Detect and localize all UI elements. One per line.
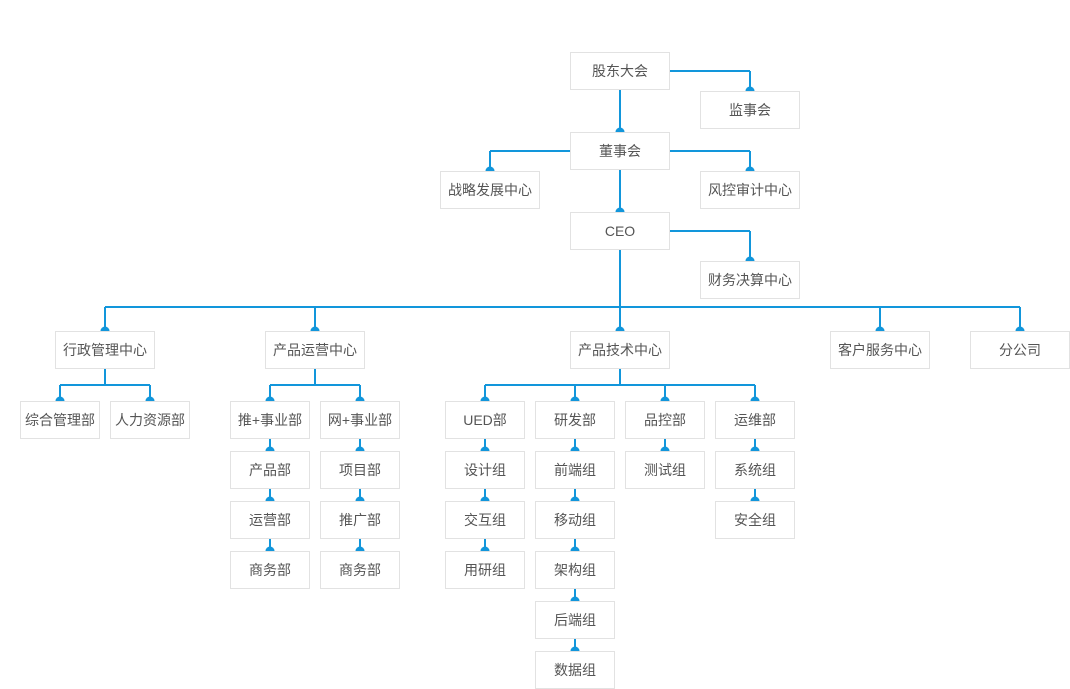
org-node-n8[interactable]: 行政管理中心 [55,331,155,369]
org-node-label: 数据组 [554,662,596,678]
org-node-label: 安全组 [734,512,776,528]
org-node-n7[interactable]: 财务决算中心 [700,261,800,299]
org-node-n25[interactable]: 品控部 [625,401,705,439]
org-node-label: 商务部 [339,562,381,578]
org-node-n1[interactable]: 股东大会 [570,52,670,90]
org-node-label: 推+事业部 [237,412,303,428]
org-node-n18[interactable]: 项目部 [320,451,400,489]
org-node-label: 董事会 [599,143,641,159]
org-node-label: 运营部 [249,512,291,528]
org-node-label: 项目部 [339,462,381,478]
org-node-n20[interactable]: 推广部 [320,501,400,539]
org-node-n36[interactable]: 后端组 [535,601,615,639]
org-node-label: 品控部 [644,412,686,428]
org-node-label: 战略发展中心 [448,182,532,198]
org-node-n15[interactable]: 推+事业部 [230,401,310,439]
org-node-n6[interactable]: CEO [570,212,670,250]
org-node-n32[interactable]: 移动组 [535,501,615,539]
org-node-label: 移动组 [554,512,596,528]
org-node-label: 测试组 [644,462,686,478]
org-node-label: 分公司 [999,342,1041,358]
org-node-label: 监事会 [729,102,771,118]
org-node-n21[interactable]: 商务部 [230,551,310,589]
org-node-label: UED部 [463,412,507,428]
org-node-n9[interactable]: 产品运营中心 [265,331,365,369]
org-node-label: 交互组 [464,512,506,528]
org-node-n34[interactable]: 用研组 [445,551,525,589]
org-node-n37[interactable]: 数据组 [535,651,615,689]
org-node-label: 财务决算中心 [708,272,792,288]
org-node-n22[interactable]: 商务部 [320,551,400,589]
org-node-label: 产品技术中心 [578,342,662,358]
org-node-label: 研发部 [554,412,596,428]
org-node-n16[interactable]: 网+事业部 [320,401,400,439]
org-node-label: 架构组 [554,562,596,578]
org-node-n29[interactable]: 测试组 [625,451,705,489]
org-node-label: 用研组 [464,562,506,578]
org-node-n11[interactable]: 客户服务中心 [830,331,930,369]
org-node-n33[interactable]: 安全组 [715,501,795,539]
org-node-label: 推广部 [339,512,381,528]
org-node-label: 运维部 [734,412,776,428]
org-node-n4[interactable]: 战略发展中心 [440,171,540,209]
org-node-n17[interactable]: 产品部 [230,451,310,489]
org-node-n3[interactable]: 董事会 [570,132,670,170]
org-node-label: 客户服务中心 [838,342,922,358]
org-node-n27[interactable]: 设计组 [445,451,525,489]
org-node-label: 综合管理部 [25,412,95,428]
org-node-label: 网+事业部 [327,412,393,428]
org-node-n35[interactable]: 架构组 [535,551,615,589]
org-node-n10[interactable]: 产品技术中心 [570,331,670,369]
org-node-label: CEO [604,223,636,239]
org-node-label: 产品运营中心 [273,342,357,358]
org-node-n31[interactable]: 交互组 [445,501,525,539]
org-node-n2[interactable]: 监事会 [700,91,800,129]
org-node-n5[interactable]: 风控审计中心 [700,171,800,209]
org-node-label: 人力资源部 [115,412,185,428]
org-node-label: 后端组 [554,612,596,628]
org-node-n30[interactable]: 系统组 [715,451,795,489]
org-node-label: 设计组 [464,462,506,478]
org-node-label: 商务部 [249,562,291,578]
org-node-n19[interactable]: 运营部 [230,501,310,539]
org-node-n23[interactable]: UED部 [445,401,525,439]
org-node-label: 股东大会 [592,63,648,79]
org-node-n26[interactable]: 运维部 [715,401,795,439]
org-node-n12[interactable]: 分公司 [970,331,1070,369]
org-node-n24[interactable]: 研发部 [535,401,615,439]
org-node-label: 产品部 [249,462,291,478]
org-node-n14[interactable]: 人力资源部 [110,401,190,439]
org-node-label: 前端组 [554,462,596,478]
org-node-n28[interactable]: 前端组 [535,451,615,489]
org-node-n13[interactable]: 综合管理部 [20,401,100,439]
org-node-label: 系统组 [734,462,776,478]
org-node-label: 风控审计中心 [708,182,792,198]
org-node-label: 行政管理中心 [63,342,147,358]
